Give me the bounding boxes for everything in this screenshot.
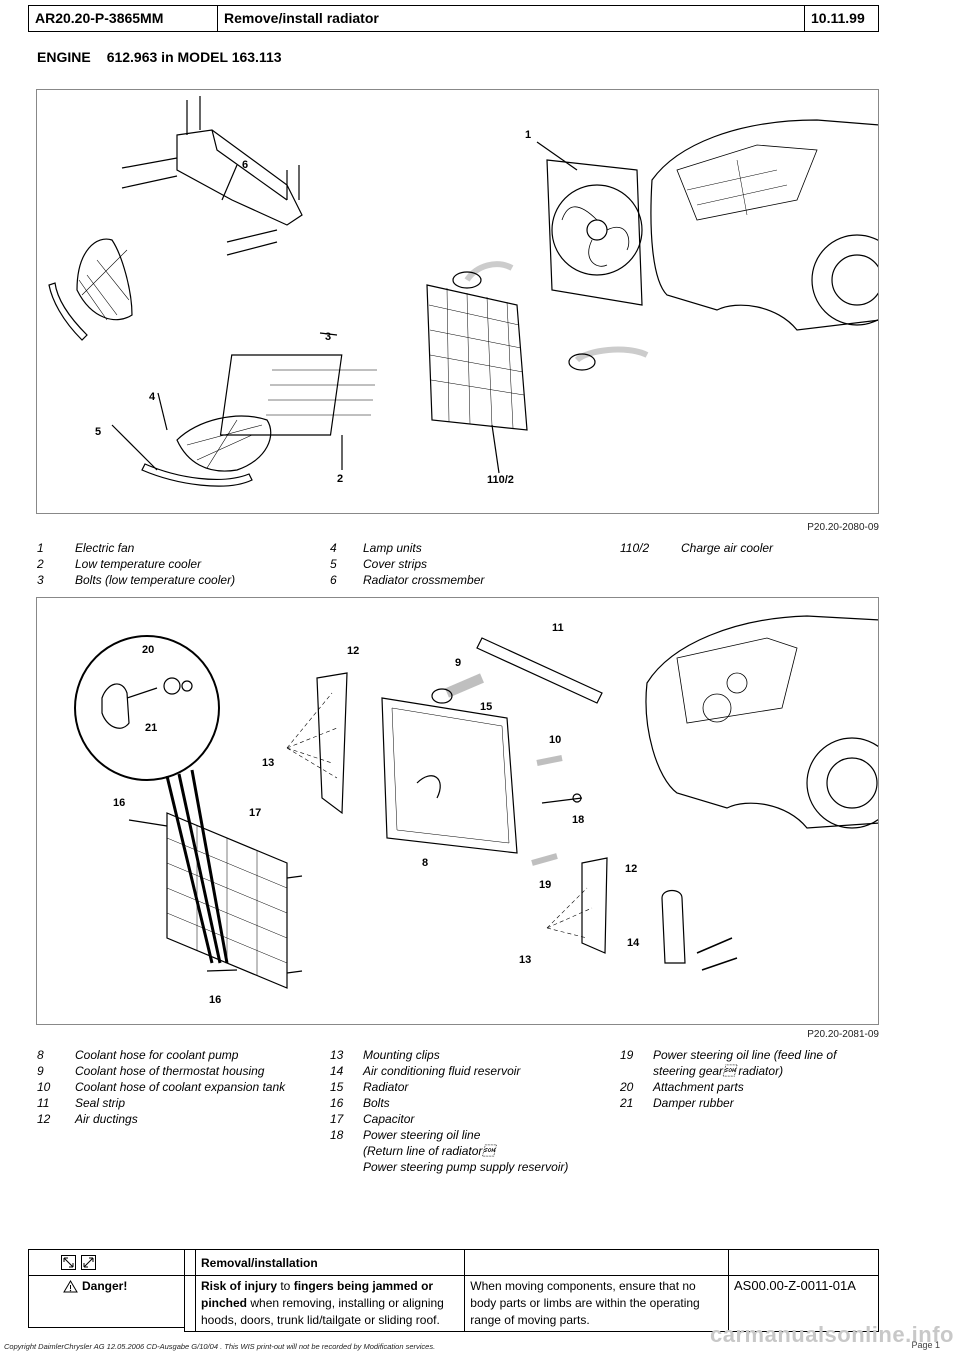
watermark: carmanualsonline.info xyxy=(710,1322,954,1347)
removal-installation-table: Removal/installation Risk of injury to f… xyxy=(184,1249,879,1332)
callout-110-2: 110/2 xyxy=(487,474,514,486)
callout-19: 19 xyxy=(539,879,551,891)
detail-magnifier-shape xyxy=(74,635,220,781)
callout-16-top: 16 xyxy=(113,797,125,809)
lamp-unit-lower-shape xyxy=(176,415,272,472)
callout-13-bottom: 13 xyxy=(519,954,531,966)
table-icon-column: Danger! xyxy=(28,1249,186,1328)
figure-1-drawing: 1 6 3 4 5 2 110/2 xyxy=(48,96,878,487)
figure-1-code: P20.20-2080-09 xyxy=(807,522,879,533)
engine-label: ENGINE xyxy=(37,49,91,65)
callout-13-top: 13 xyxy=(262,757,274,769)
expand-icon[interactable] xyxy=(61,1255,76,1270)
callout-12-bottom: 12 xyxy=(625,863,637,875)
callout-20: 20 xyxy=(142,644,154,656)
callout-16-bottom: 16 xyxy=(209,994,221,1006)
danger-label: Danger! xyxy=(82,1279,128,1293)
seal-strip-shape xyxy=(476,637,603,704)
callout-17: 17 xyxy=(249,807,261,819)
callout-2: 2 xyxy=(337,473,343,485)
document-date: 10.11.99 xyxy=(811,10,865,26)
electric-fan-shape xyxy=(546,159,643,306)
air-ducting-right-shape xyxy=(581,857,608,954)
callout-1: 1 xyxy=(525,129,531,141)
callout-6: 6 xyxy=(242,159,248,171)
figure-2-code: P20.20-2081-09 xyxy=(807,1029,879,1040)
callout-3: 3 xyxy=(325,331,331,343)
page-number: Page 1 xyxy=(911,1340,940,1350)
document-title: Remove/install radiator xyxy=(218,6,805,31)
danger-label-row: Danger! xyxy=(63,1279,127,1293)
callout-21: 21 xyxy=(145,722,157,734)
callout-5: 5 xyxy=(95,426,101,438)
callout-9: 9 xyxy=(455,657,461,669)
risk-text: Risk of injury to fingers being jammed o… xyxy=(194,1275,466,1332)
document-header: AR20.20-P-3865MM Remove/install radiator… xyxy=(28,5,879,32)
document-id: AR20.20-P-3865MM xyxy=(29,6,218,31)
low-temperature-cooler-shape xyxy=(219,354,343,436)
figure-2-drawing: 20 21 12 9 11 15 10 13 16 17 18 8 19 12 … xyxy=(74,615,878,1006)
callout-18: 18 xyxy=(572,814,584,826)
radiator-crossmember-shape xyxy=(176,129,303,226)
instruction-text: When moving components, ensure that no b… xyxy=(464,1275,730,1332)
vehicle-front-shape-2 xyxy=(645,615,878,829)
engine-model: 612.963 in MODEL 163.113 xyxy=(106,49,282,65)
ac-reservoir-shape xyxy=(661,889,686,964)
table-heading: Removal/installation xyxy=(194,1249,466,1276)
expand-icons xyxy=(61,1255,96,1270)
capacitor-shape xyxy=(166,812,288,989)
reference-code: AS00.00-Z-0011-01A xyxy=(728,1275,879,1332)
callout-4: 4 xyxy=(149,391,156,403)
callout-8: 8 xyxy=(422,857,428,869)
vehicle-front-shape xyxy=(650,119,878,331)
figure-1-exploded-view: 1 6 3 4 5 2 110/2 xyxy=(36,89,879,514)
callout-15: 15 xyxy=(480,701,492,713)
lamp-unit-upper-shape xyxy=(76,238,133,321)
callout-12-top: 12 xyxy=(347,645,359,657)
collapse-icon[interactable] xyxy=(81,1255,96,1270)
figure-2-exploded-view: 20 21 12 9 11 15 10 13 16 17 18 8 19 12 … xyxy=(36,597,879,1025)
callout-11: 11 xyxy=(552,622,564,634)
callout-14: 14 xyxy=(627,937,640,949)
air-ducting-left-shape xyxy=(316,672,348,815)
copyright-footer: Copyright DaimlerChrysler AG 12.05.2006 … xyxy=(4,1342,436,1351)
callout-10: 10 xyxy=(549,734,561,746)
warning-triangle-icon xyxy=(63,1279,78,1292)
engine-heading: ENGINE 612.963 in MODEL 163.113 xyxy=(37,49,298,65)
radiator-shape xyxy=(381,697,518,854)
